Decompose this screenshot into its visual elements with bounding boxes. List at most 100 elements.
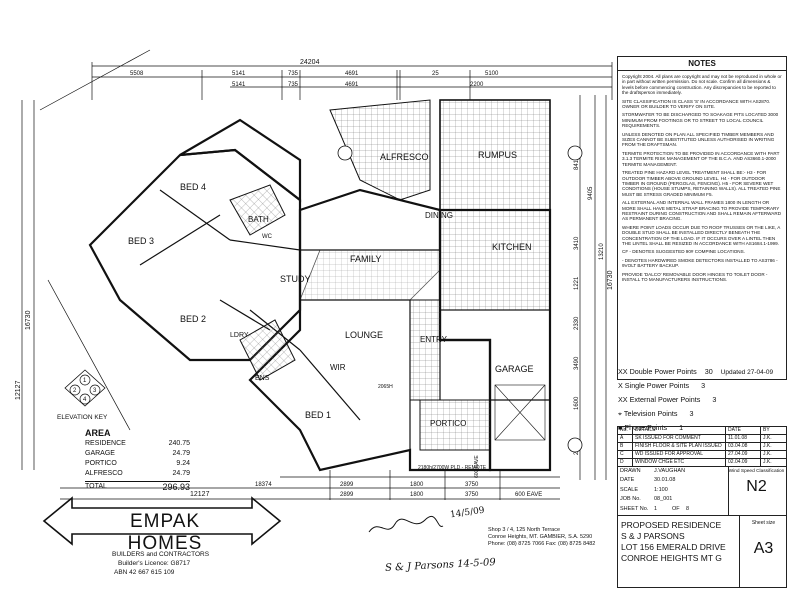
legend-label: External Power Points: [629, 395, 701, 404]
room-label-portico: PORTICO: [430, 419, 466, 428]
legend-count: 3: [689, 409, 694, 418]
ens-tiled-area: [239, 319, 296, 381]
alfresco-tiled-area: [329, 99, 431, 201]
wind-speed-box: Wind Speed Classification N2: [727, 467, 786, 516]
rev-cell: 03.04.08: [726, 443, 761, 450]
room-label-bed1: BED 1: [305, 410, 331, 420]
handwritten-date: 14/5/09: [449, 505, 486, 521]
note-paragraph: TERMITE PROTECTION TO BE PROVIDED IN ACC…: [622, 150, 780, 167]
dim-top-1: 5508: [130, 71, 144, 77]
dim-top2-2: 735: [288, 82, 299, 88]
area-label: PORTICO: [85, 460, 117, 467]
eave-note: 600 EAVE: [474, 455, 480, 478]
company-logo-block: EMPAK HOMES BUILDERS and CONTRACTORS Bui…: [42, 496, 282, 584]
rev-cell: J.K.: [763, 443, 772, 449]
project-block: PROPOSED RESIDENCE S & J PARSONS LOT 156…: [618, 516, 740, 587]
legend-row: X Single Power Points 3: [618, 379, 788, 393]
tb-label: JOB No.: [620, 496, 641, 503]
dim-right-4: 1221: [574, 276, 580, 290]
note-paragraph: Copyright 2004. All plans are copyright …: [622, 74, 782, 96]
area-label: GARAGE: [85, 450, 115, 457]
area-total-label: TOTAL: [85, 483, 107, 490]
area-value: 9.24: [176, 460, 190, 467]
legend-count: 1: [679, 423, 684, 432]
note-paragraph: TREATED PINE HAZARD LEVEL TREATMENT SHAL…: [622, 170, 781, 197]
project-line-1: PROPOSED RESIDENCE: [621, 520, 722, 530]
dim-bottom-left: 12127: [190, 491, 210, 498]
area-value: 24.79: [172, 470, 190, 477]
note-paragraph: ALL EXTERNAL AND INTERNAL WALL FRAMES 18…: [622, 200, 782, 222]
room-label-bed3: BED 3: [128, 236, 154, 246]
room-label-bed2: BED 2: [180, 314, 206, 324]
area-label: RESIDENCE: [85, 440, 126, 447]
dim-left-sub: 12127: [15, 380, 22, 400]
tb-value: 30.01.08: [654, 477, 676, 484]
rev-cell: 11.01.08: [726, 435, 761, 442]
tb-label: DATE: [620, 477, 635, 484]
rev-col-by: BY: [763, 427, 770, 433]
legend-row: XX External Power Points 3: [618, 393, 788, 407]
address-line-1: Shop 3 / 4, 125 North Terrace: [488, 527, 561, 533]
room-label-study: STUDY: [280, 274, 311, 284]
legend-symbol: XX: [618, 367, 628, 376]
wind-speed-label: Wind Speed Classification: [728, 469, 785, 474]
area-row-portico: PORTICO 9.24: [85, 459, 190, 469]
handwritten-signature: S & J Parsons 14-5-09: [384, 557, 497, 574]
elev-key-num-3: 3: [93, 388, 97, 394]
dim-top-2: 5141: [232, 71, 246, 77]
rev-cell: SK ISSUED FOR COMMENT: [633, 435, 726, 442]
tv-point-icon: ⌖: [618, 409, 623, 418]
room-label-wir: WIR: [330, 363, 346, 372]
legend-symbol: XX: [618, 395, 628, 404]
dim-right-total: 16730: [607, 270, 614, 290]
dim-right-6: 2330: [574, 316, 580, 330]
tb-label: DRAWN: [620, 468, 641, 474]
dim-top2-3: 4691: [345, 82, 359, 88]
project-line-3: LOT 156 EMERALD DRIVE: [621, 542, 726, 552]
room-label-kitchen: KITCHEN: [492, 242, 532, 252]
tb-row-job: JOB No.08_001: [620, 495, 728, 504]
legend-count: 30: [704, 367, 713, 376]
tb-label: OF: [672, 505, 680, 512]
dim-bottom2-2: 1800: [410, 482, 424, 488]
rev-col-no: No.: [618, 427, 633, 434]
rev-cell: 02.04.09: [726, 459, 761, 466]
company-address: Shop 3 / 4, 125 North Terrace Conroe Hei…: [488, 527, 595, 548]
note-paragraph: - DENOTES HARDWIRED SMOKE DETECTORS INST…: [622, 257, 778, 269]
rev-cell: J.K.: [763, 451, 772, 457]
elev-key-num-4: 4: [83, 397, 87, 403]
company-tagline: BUILDERS and CONTRACTORS: [112, 551, 210, 558]
dim-bottom2-1: 2899: [340, 482, 354, 488]
legend-label: Television Points: [623, 409, 678, 418]
room-label-bed4: BED 4: [180, 182, 206, 192]
dim-bottom-3: 3750: [465, 492, 479, 498]
company-name: EMPAK HOMES: [127, 511, 203, 554]
tb-value: 8: [686, 505, 690, 512]
area-value: 24.79: [172, 450, 190, 457]
elev-key-num-1: 1: [83, 378, 87, 384]
room-label-entry: ENTRY: [420, 335, 448, 344]
note-paragraph: PROVIDE 'DALCO' REMOVABLE DOOR HINGES TO…: [622, 271, 768, 282]
kitchen-tiled-area: [439, 209, 551, 311]
wind-speed-value: N2: [746, 478, 767, 495]
note-paragraph: WHERE POINT LOADS OCCUR DUE TO ROOF TRUS…: [622, 224, 781, 246]
legend-label: Double Power Points: [629, 367, 697, 376]
room-label-garage: GARAGE: [495, 364, 534, 374]
bottom-dimension-lines: [60, 470, 560, 500]
floor-plan-drawing: 24204 5508 5141 735 4691 25 5100 5141 73…: [15, 49, 614, 500]
dim-right-3: 13210: [599, 243, 605, 260]
rev-cell: 27.04.09: [726, 451, 761, 458]
elevation-key-title: ELEVATION KEY: [57, 414, 108, 421]
project-line-2: S & J PARSONS: [621, 531, 685, 541]
arrow-logo: [42, 496, 282, 546]
sheet-size-value: A3: [753, 540, 774, 557]
